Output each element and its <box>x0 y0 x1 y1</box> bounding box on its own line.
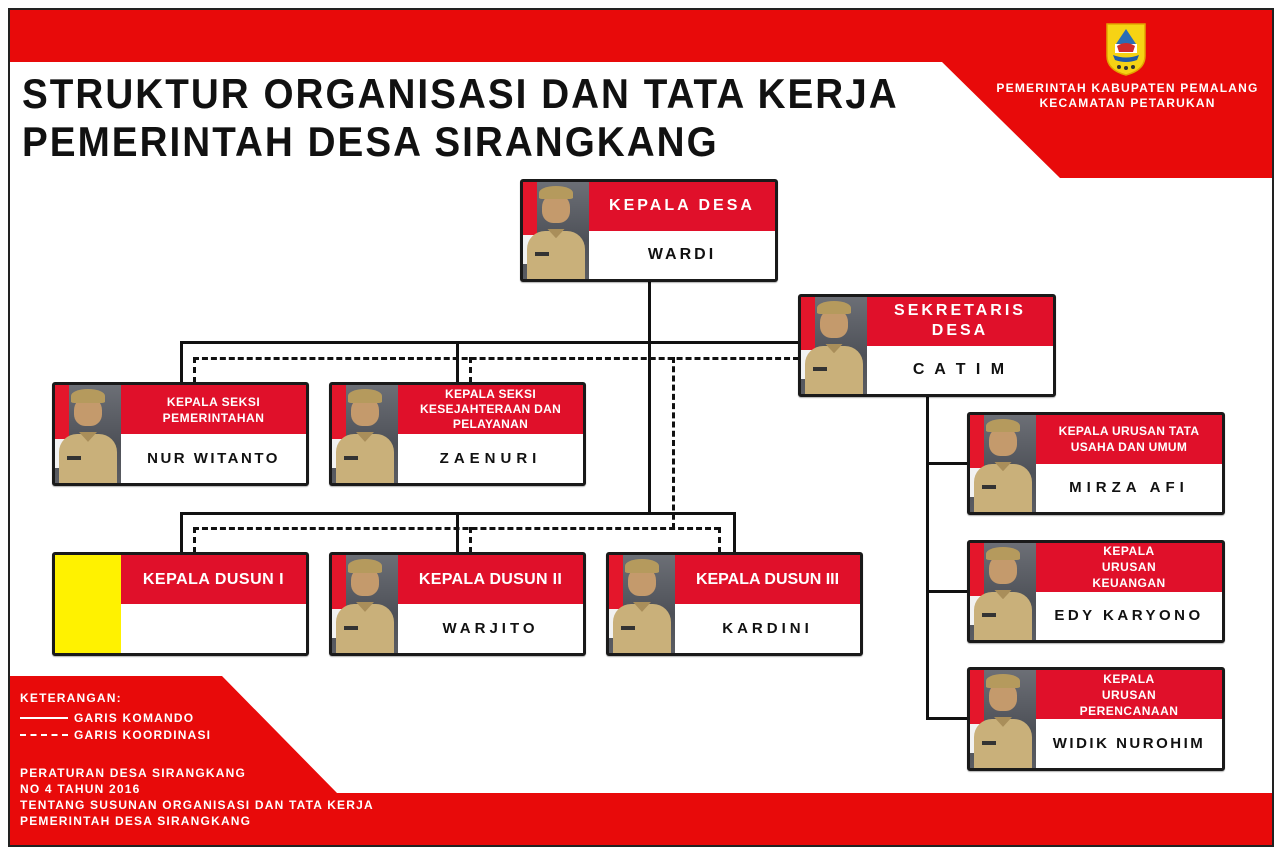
command-line-kasi-1 <box>180 341 183 383</box>
role-label: KEPALA SEKSI KESEJAHTERAAN DAN PELAYANAN <box>398 385 583 434</box>
card-kasi-kesejahteraan: KEPALA SEKSI KESEJAHTERAAN DAN PELAYANAN… <box>329 382 586 486</box>
command-line-sekdes-trunk <box>926 396 929 719</box>
regulation-line-4: PEMERINTAH DESA SIRANGKANG <box>20 814 252 828</box>
card-kepala-desa: KEPALA DESA WARDI <box>520 179 778 282</box>
command-line-kadus-2 <box>456 512 459 553</box>
command-line-trunk <box>648 281 651 515</box>
card-kadus-1: KEPALA DUSUN I <box>52 552 309 656</box>
coordination-line-kadus-2 <box>469 527 472 553</box>
command-line-kadus-3 <box>733 512 736 553</box>
coordination-line-kadus-1 <box>193 527 196 553</box>
person-name: MIRZA AFI <box>1036 463 1222 512</box>
role-label: KEPALA URUSAN PERENCANAAN <box>1036 670 1222 719</box>
person-name: KARDINI <box>675 604 860 653</box>
person-name: WARDI <box>589 230 775 279</box>
coordination-line-kasi-2 <box>469 357 472 383</box>
portrait-photo <box>523 182 589 279</box>
title-line-1: STRUKTUR ORGANISASI DAN TATA KERJA <box>22 70 899 117</box>
title-line-2: PEMERINTAH DESA SIRANGKANG <box>22 118 719 165</box>
person-name: NUR WITANTO <box>121 434 306 483</box>
person-name: WARJITO <box>398 604 583 653</box>
command-line-kadus-1 <box>180 512 183 553</box>
role-label: KEPALA SEKSI PEMERINTAHAN <box>121 385 306 434</box>
solid-line-sample <box>20 717 68 719</box>
government-line-1: PEMERINTAH KABUPATEN PEMALANG <box>996 81 1259 95</box>
role-label: KEPALA DUSUN I <box>121 555 306 604</box>
command-line-kaur-1 <box>926 462 968 465</box>
page-title: STRUKTUR ORGANISASI DAN TATA KERJA PEMER… <box>22 70 899 166</box>
legend-dashed-label: GARIS KOORDINASI <box>74 728 212 742</box>
role-label: SEKRETARIS DESA <box>867 297 1053 346</box>
person-name <box>121 604 306 653</box>
person-name: C A T I M <box>867 345 1053 394</box>
role-label: KEPALA URUSAN KEUANGAN <box>1036 543 1222 592</box>
portrait-photo <box>970 415 1036 512</box>
card-sekretaris-desa: SEKRETARIS DESA C A T I M <box>798 294 1056 397</box>
coordination-line-vertical <box>672 357 675 529</box>
role-label: KEPALA DUSUN II <box>398 555 583 604</box>
coordination-line-kasi-1 <box>193 357 196 383</box>
legend-title: KETERANGAN: <box>20 691 122 705</box>
legend-solid-label: GARIS KOMANDO <box>74 711 195 725</box>
regency-emblem-icon <box>1106 23 1146 76</box>
person-name: ZAENURI <box>398 434 583 483</box>
command-line-kaur-2 <box>926 590 968 593</box>
photo-placeholder <box>55 555 121 653</box>
dashed-line-sample <box>20 734 68 736</box>
regulation-line-1: PERATURAN DESA SIRANGKANG <box>20 766 247 780</box>
role-label: KEPALA DESA <box>589 182 775 231</box>
person-name: EDY KARYONO <box>1036 591 1222 640</box>
card-kadus-3: KEPALA DUSUN III KARDINI <box>606 552 863 656</box>
role-label: KEPALA URUSAN TATA USAHA DAN UMUM <box>1036 415 1222 464</box>
portrait-photo <box>801 297 867 394</box>
portrait-photo <box>970 670 1036 768</box>
portrait-photo <box>55 385 121 483</box>
government-caption: PEMERINTAH KABUPATEN PEMALANG KECAMATAN … <box>985 81 1270 111</box>
regulation-line-2: NO 4 TAHUN 2016 <box>20 782 141 796</box>
coordination-line-kadus-3 <box>718 527 721 553</box>
card-kaur-perencanaan: KEPALA URUSAN PERENCANAAN WIDIK NUROHIM <box>967 667 1225 771</box>
coordination-line-lower <box>193 527 720 530</box>
card-kasi-pemerintahan: KEPALA SEKSI PEMERINTAHAN NUR WITANTO <box>52 382 309 486</box>
portrait-photo <box>970 543 1036 640</box>
card-kadus-2: KEPALA DUSUN II WARJITO <box>329 552 586 656</box>
card-kaur-tata-usaha: KEPALA URUSAN TATA USAHA DAN UMUM MIRZA … <box>967 412 1225 515</box>
command-line-upper <box>180 341 799 344</box>
portrait-photo <box>332 555 398 653</box>
coordination-line-upper <box>193 357 799 360</box>
card-kaur-keuangan: KEPALA URUSAN KEUANGAN EDY KARYONO <box>967 540 1225 643</box>
portrait-photo <box>609 555 675 653</box>
command-line-kaur-3 <box>926 717 968 720</box>
role-label: KEPALA DUSUN III <box>675 555 860 604</box>
person-name: WIDIK NUROHIM <box>1036 719 1222 768</box>
government-line-2: KECAMATAN PETARUKAN <box>1039 96 1216 110</box>
portrait-photo <box>332 385 398 483</box>
command-line-kasi-2 <box>456 341 459 383</box>
regulation-line-3: TENTANG SUSUNAN ORGANISASI DAN TATA KERJ… <box>20 798 374 812</box>
